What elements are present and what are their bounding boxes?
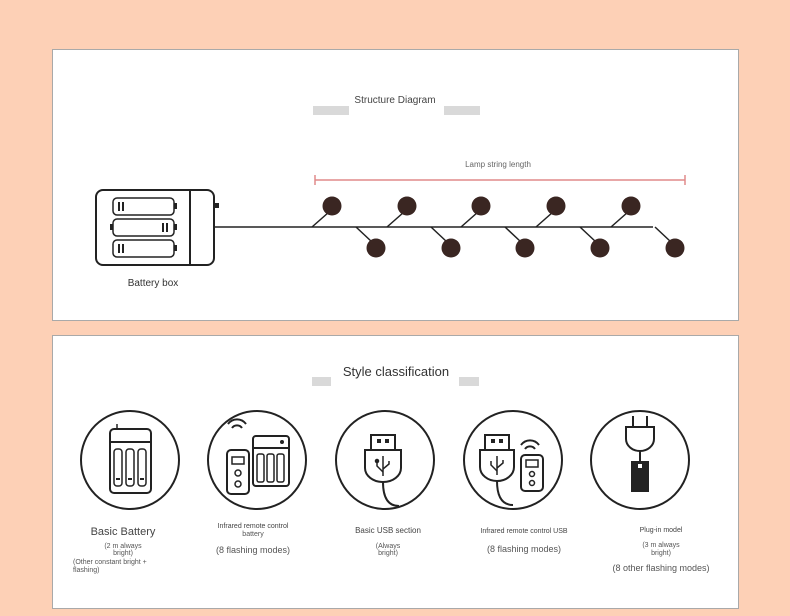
lamp-wire bbox=[386, 211, 405, 228]
style-item-name: Infrared remote control bbox=[217, 523, 289, 530]
usb-plug-icon bbox=[335, 410, 435, 510]
length-marker bbox=[314, 175, 686, 185]
lamps bbox=[311, 196, 685, 258]
style-item-name: Basic USB section bbox=[355, 526, 421, 535]
lamp-bulb bbox=[366, 238, 386, 258]
lamp-bulb bbox=[665, 238, 685, 258]
style-item-name: Infrared remote control USB bbox=[480, 528, 568, 535]
lamp-bulb bbox=[590, 238, 610, 258]
style-item-detail: (8 other flashing modes) bbox=[612, 563, 710, 573]
power-plug-icon bbox=[590, 410, 690, 510]
lamp-wire bbox=[579, 226, 597, 243]
style-item-detail: (8 flashing modes) bbox=[486, 544, 562, 554]
style-icons bbox=[80, 410, 690, 510]
lamp-string-diagram bbox=[95, 175, 686, 266]
style-item-detail: (Always bbox=[375, 543, 401, 550]
battery-box-icon bbox=[95, 189, 219, 266]
title-accent-left bbox=[313, 106, 349, 115]
style-item-detail: (2 m always bbox=[104, 543, 142, 550]
title-accent-right bbox=[459, 377, 479, 386]
remote-battery-icon bbox=[207, 410, 307, 510]
lamp-bulb bbox=[546, 196, 566, 216]
style-item-name: Plug-in model bbox=[639, 527, 683, 534]
structure-title: Structure Diagram bbox=[354, 95, 436, 106]
lamp-bulb bbox=[441, 238, 461, 258]
style-item-name: Basic Battery bbox=[90, 526, 156, 538]
remote-usb-icon bbox=[463, 410, 563, 510]
style-item-detail: (8 flashing modes) bbox=[215, 545, 291, 555]
style-item-detail: (3 m always bbox=[642, 542, 680, 549]
style-item-detail: battery bbox=[242, 531, 264, 538]
lamp-bulb bbox=[515, 238, 535, 258]
style-item-detail: bright) bbox=[651, 550, 671, 557]
lamp-bulb bbox=[621, 196, 641, 216]
lamp-wire bbox=[355, 226, 373, 243]
lamp-bulb bbox=[471, 196, 491, 216]
lamp-wire bbox=[311, 211, 330, 228]
title-accent-right bbox=[444, 106, 480, 115]
lamp-bulb bbox=[397, 196, 417, 216]
style-item-detail: flashing) bbox=[73, 567, 100, 574]
lamp-length-label: Lamp string length bbox=[465, 160, 531, 169]
style-item-detail: (Other constant bright + bbox=[73, 559, 147, 566]
lamp-wire bbox=[654, 226, 672, 243]
lamp-wire bbox=[430, 226, 448, 243]
lamp-wire bbox=[504, 226, 522, 243]
style-panel: Style classification bbox=[52, 335, 739, 609]
battery-box-icon bbox=[80, 410, 180, 510]
lamp-wire bbox=[610, 211, 629, 228]
lamp-bulb bbox=[322, 196, 342, 216]
lamp-wire bbox=[460, 211, 479, 228]
structure-panel: Structure Diagram Lamp string length Bat… bbox=[52, 49, 739, 321]
lamp-wire bbox=[535, 211, 554, 228]
title-accent-left bbox=[312, 377, 331, 386]
style-item-detail: bright) bbox=[378, 550, 398, 557]
battery-box-label: Battery box bbox=[127, 278, 179, 289]
style-title: Style classification bbox=[342, 364, 450, 379]
style-item-detail: bright) bbox=[113, 550, 133, 557]
